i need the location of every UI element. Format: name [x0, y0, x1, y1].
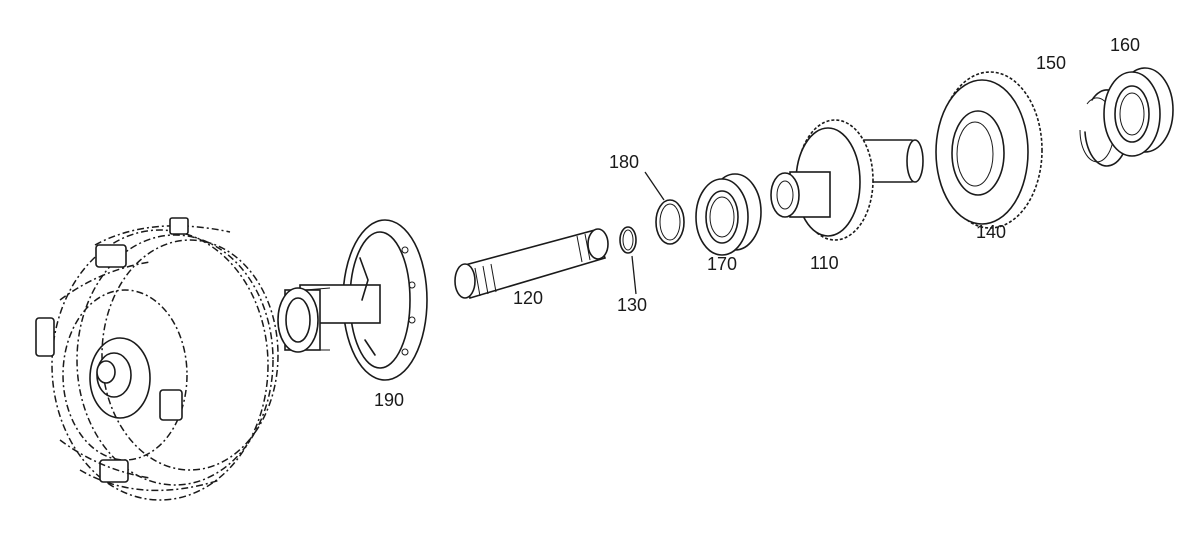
- part-180-ring: [655, 199, 685, 245]
- leader-130: [631, 255, 637, 295]
- part-130-snap-ring: [619, 226, 637, 254]
- part-140-gear: [935, 71, 1043, 229]
- leader-180: [644, 171, 665, 201]
- part-170-bearing: [695, 173, 762, 256]
- callout-140: 140: [976, 222, 1006, 242]
- part-110-gear-shaft: [770, 119, 924, 241]
- callout-110: 110: [810, 253, 839, 273]
- part-160-bearing: [1103, 67, 1174, 157]
- callout-150: 150: [1036, 53, 1066, 73]
- callout-190: 190: [374, 390, 404, 410]
- callout-180: 180: [609, 152, 639, 172]
- part-190-stator-support: [277, 219, 428, 381]
- callout-170: 170: [707, 254, 737, 274]
- torque-converter: [35, 217, 279, 501]
- callout-160: 160: [1110, 35, 1140, 55]
- callout-120: 120: [513, 288, 543, 308]
- part-120-input-shaft: [454, 228, 609, 300]
- callout-130: 130: [617, 295, 647, 315]
